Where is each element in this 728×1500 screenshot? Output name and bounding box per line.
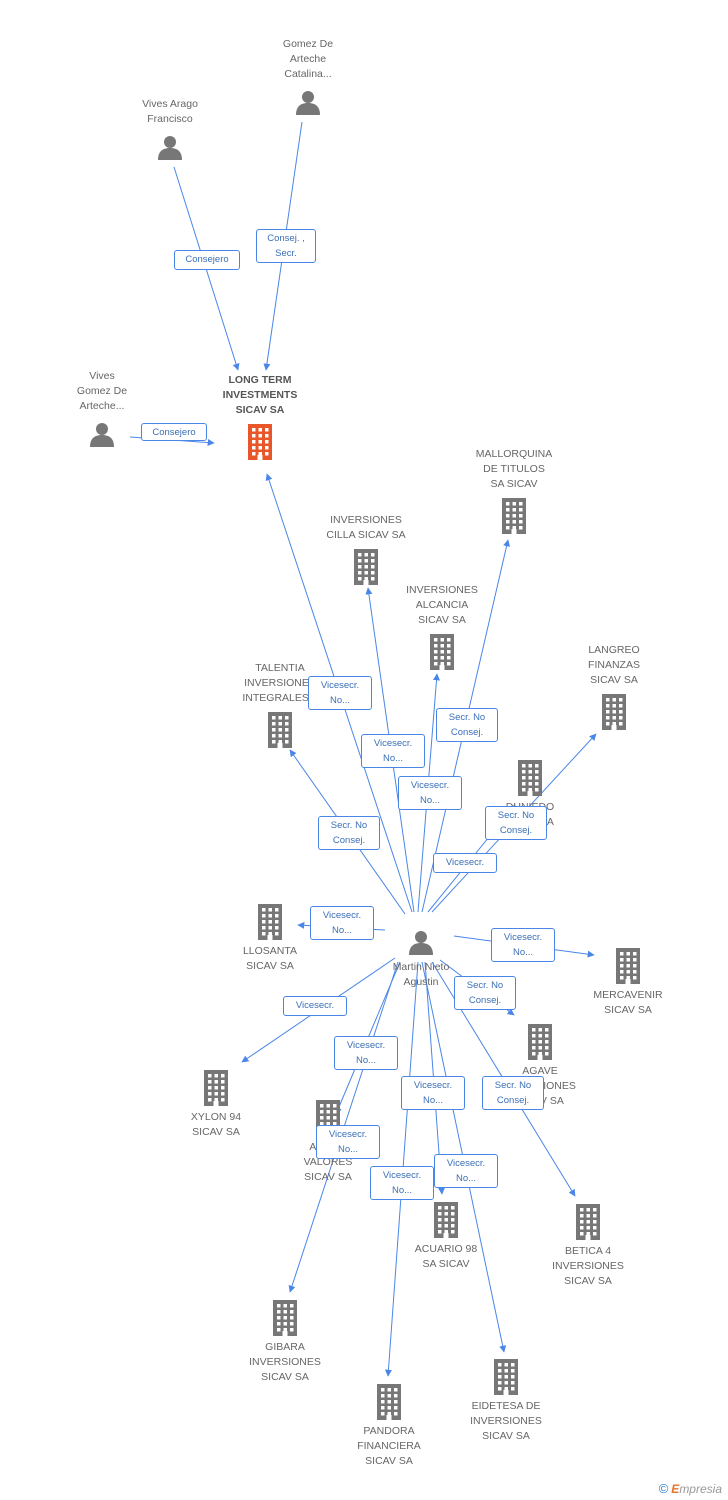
edge-label-martin-eidetesa[interactable]: Vicesecr. No... (434, 1154, 498, 1188)
node-label: LLOSANTA SICAV SA (242, 945, 298, 972)
edge-label-martin-agave[interactable]: Secr. No Consej. (454, 976, 516, 1010)
building-icon (470, 760, 590, 796)
edge-label-martin-gibara[interactable]: Vicesecr. No... (316, 1125, 380, 1159)
node-label: ACUARIO 98 SA SICAV (414, 1243, 478, 1270)
edge-label-martin-pandora[interactable]: Vicesecr. No... (370, 1166, 434, 1200)
company-node-mallorquina[interactable]: MALLORQUINA DE TITULOS SA SICAV (454, 447, 574, 534)
person-node-gomez_catalina[interactable]: Gomez De Arteche Catalina... (248, 37, 368, 116)
company-node-gibara[interactable]: GIBARA INVERSIONES SICAV SA (225, 1300, 345, 1385)
person-node-martin[interactable]: Martin Nieto Agustin (361, 928, 481, 990)
edge-label-gomez_catalina-long_term[interactable]: Consej. , Secr. (256, 229, 316, 263)
node-label: TALENTIA INVERSIONES INTEGRALES... (242, 662, 318, 704)
node-label: GIBARA INVERSIONES SICAV SA (249, 1341, 321, 1383)
building-icon (386, 1202, 506, 1238)
building-icon (528, 1204, 648, 1240)
node-label: LANGREO FINANZAS SICAV SA (588, 644, 640, 686)
node-label: Vives Arago Francisco (142, 98, 198, 125)
brand-logo-initial: E (671, 1482, 680, 1496)
edge-label-martin-acuario[interactable]: Vicesecr. No... (401, 1076, 465, 1110)
edge-label-martin-llosanta[interactable]: Vicesecr. No... (310, 906, 374, 940)
company-node-long_term[interactable]: LONG TERM INVESTMENTS SICAV SA (200, 373, 320, 460)
node-label: INVERSIONES ALCANCIA SICAV SA (406, 584, 478, 626)
edge-label-martin-alcancia[interactable]: Vicesecr. No... (398, 776, 462, 810)
company-node-cilla[interactable]: INVERSIONES CILLA SICAV SA (306, 513, 426, 585)
node-label: MERCAVENIR SICAV SA (593, 989, 663, 1016)
company-node-acuario[interactable]: ACUARIO 98 SA SICAV (386, 1202, 506, 1272)
company-node-langreo[interactable]: LANGREO FINANZAS SICAV SA (554, 643, 674, 730)
copyright-icon: © (658, 1481, 669, 1496)
node-label: Gomez De Arteche Catalina... (282, 38, 334, 80)
person-icon (361, 928, 481, 956)
node-label: LONG TERM INVESTMENTS SICAV SA (222, 374, 298, 416)
company-node-llosanta[interactable]: LLOSANTA SICAV SA (210, 904, 330, 974)
building-icon (200, 424, 320, 460)
edge-label-vives_arago-long_term[interactable]: Consejero (174, 250, 240, 270)
building-icon (329, 1384, 449, 1420)
person-icon (248, 88, 368, 116)
company-node-xylon[interactable]: XYLON 94 SICAV SA (156, 1070, 276, 1140)
edge-label-martin-talentia[interactable]: Secr. No Consej. (318, 816, 380, 850)
edge-label-vives_gomez-long_term[interactable]: Consejero (141, 423, 207, 441)
building-icon (210, 904, 330, 940)
company-node-eidetesa[interactable]: EIDETESA DE INVERSIONES SICAV SA (446, 1359, 566, 1444)
building-icon (156, 1070, 276, 1106)
building-icon (454, 498, 574, 534)
company-node-mercavenir[interactable]: MERCAVENIR SICAV SA (568, 948, 688, 1018)
edge-label-martin-long_term[interactable]: Vicesecr. No... (308, 676, 372, 710)
building-icon (568, 948, 688, 984)
company-node-talentia[interactable]: TALENTIA INVERSIONES INTEGRALES... (220, 661, 340, 748)
person-icon (110, 133, 230, 161)
building-icon (220, 712, 340, 748)
edge-label-martin-mercavenir[interactable]: Vicesecr. No... (491, 928, 555, 962)
edge-label-martin-amade[interactable]: Vicesecr. No... (334, 1036, 398, 1070)
node-label: EIDETESA DE INVERSIONES SICAV SA (470, 1400, 542, 1442)
node-label: Martin Nieto Agustin (392, 961, 450, 988)
node-label: INVERSIONES CILLA SICAV SA (326, 514, 406, 541)
edge-label-martin-langreo[interactable]: Vicesecr. (433, 853, 497, 873)
edge-label-martin-duniedo[interactable]: Secr. No Consej. (485, 806, 547, 840)
person-node-vives_arago[interactable]: Vives Arago Francisco (110, 97, 230, 161)
company-node-alcancia[interactable]: INVERSIONES ALCANCIA SICAV SA (382, 583, 502, 670)
node-label: BETICA 4 INVERSIONES SICAV SA (552, 1245, 624, 1287)
edge-label-martin-cilla[interactable]: Vicesecr. No... (361, 734, 425, 768)
node-label: Vives Gomez De Arteche... (76, 370, 128, 412)
building-icon (446, 1359, 566, 1395)
company-node-pandora[interactable]: PANDORA FINANCIERA SICAV SA (329, 1384, 449, 1469)
node-label: MALLORQUINA DE TITULOS SA SICAV (475, 448, 553, 490)
company-node-betica[interactable]: BETICA 4 INVERSIONES SICAV SA (528, 1204, 648, 1289)
edge-label-martin-xylon[interactable]: Vicesecr. (283, 996, 347, 1016)
edge-label-martin-betica[interactable]: Secr. No Consej. (482, 1076, 544, 1110)
edge-label-martin-mallorquina[interactable]: Secr. No Consej. (436, 708, 498, 742)
building-icon (480, 1024, 600, 1060)
footer-brand: ©Empresia (659, 1481, 722, 1496)
node-label: PANDORA FINANCIERA SICAV SA (357, 1425, 421, 1467)
building-icon (306, 549, 426, 585)
building-icon (225, 1300, 345, 1336)
brand-logo-text: mpresia (679, 1482, 722, 1496)
person-icon (42, 420, 162, 448)
person-node-vives_gomez[interactable]: Vives Gomez De Arteche... (42, 369, 162, 448)
building-icon (382, 634, 502, 670)
building-icon (554, 694, 674, 730)
node-label: XYLON 94 SICAV SA (190, 1111, 242, 1138)
